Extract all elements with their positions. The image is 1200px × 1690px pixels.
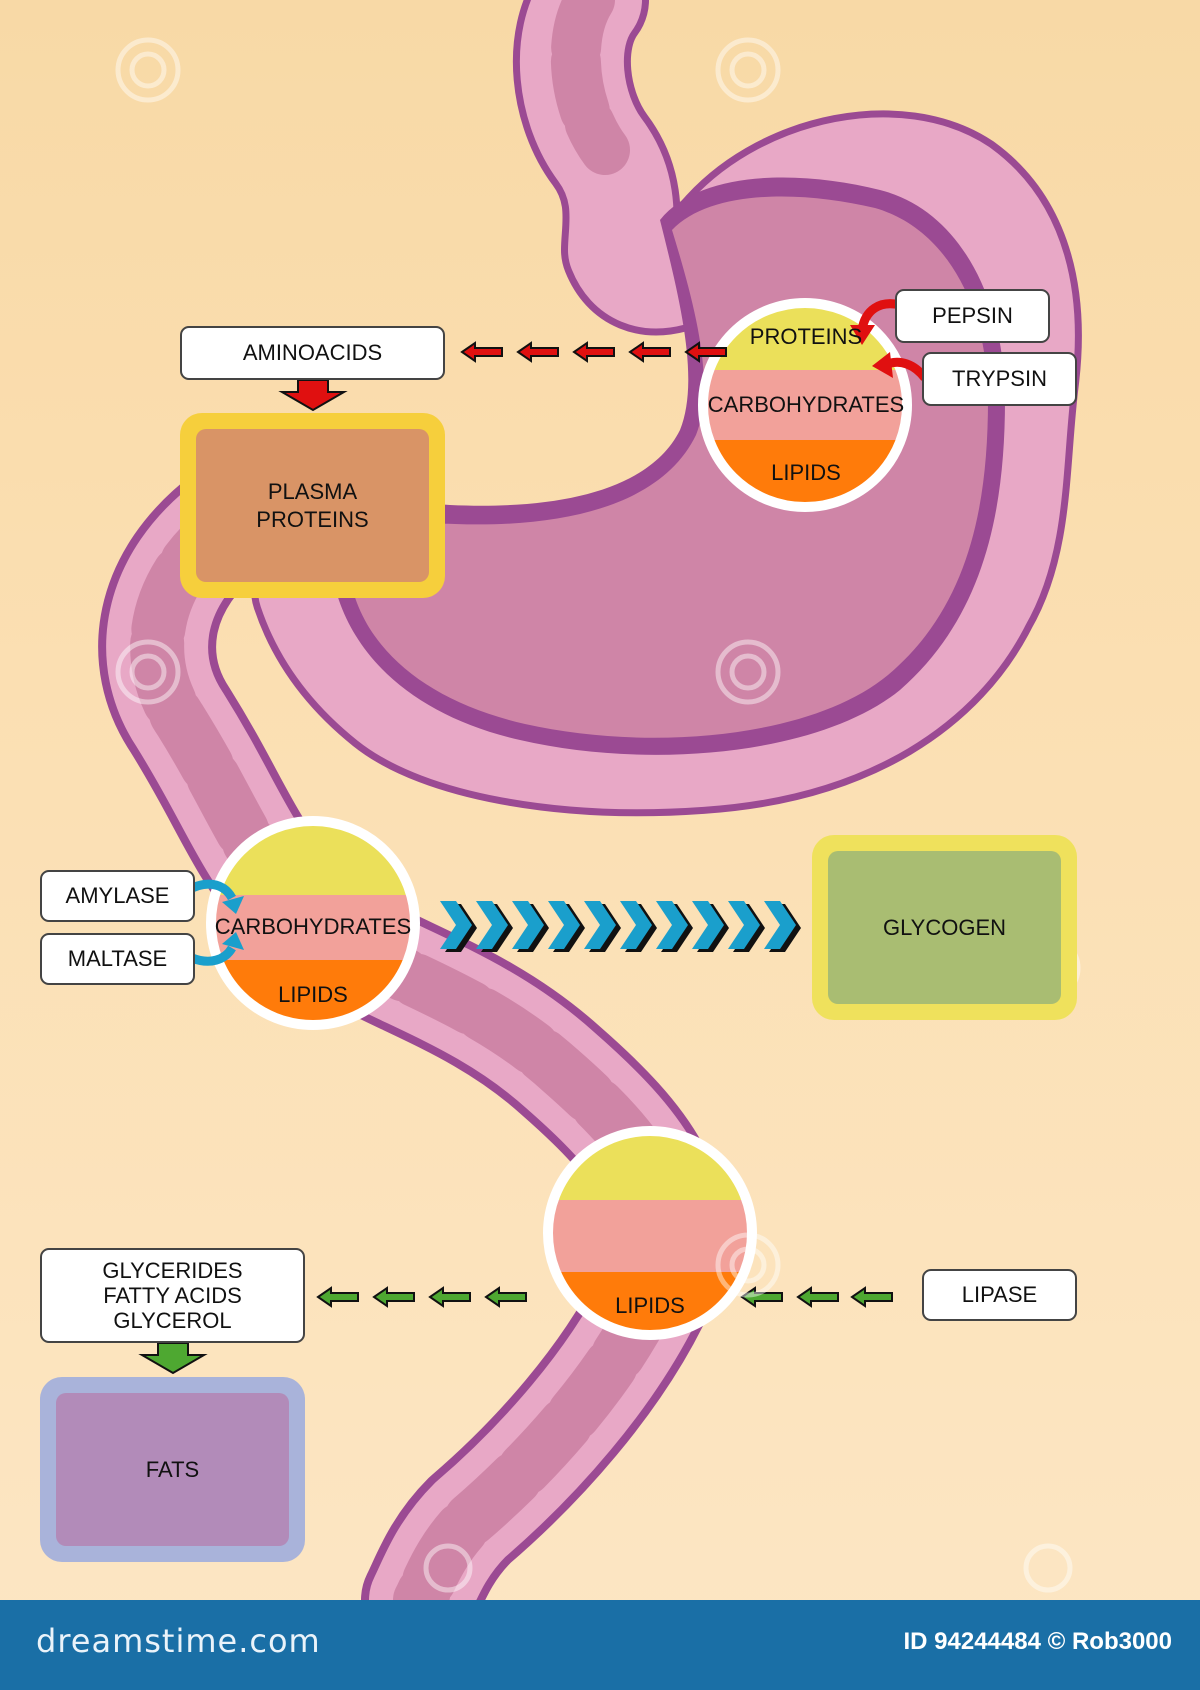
upper-carbohydrates-text: CARBOHYDRATES: [214, 914, 412, 939]
carbohydrates-band: [703, 370, 907, 440]
glycogen-text: GLYCOGEN: [882, 914, 1007, 940]
digestion-diagram: [98, 0, 1082, 1600]
glycerides-products-label: GLYCERIDES FATTY ACIDS GLYCEROL: [40, 1248, 305, 1343]
lipase-label: LIPASE: [922, 1269, 1077, 1321]
fats-text: FATS: [145, 1456, 200, 1482]
stomach-proteins-text: PROTEINS: [749, 324, 863, 349]
digestive-tract: [98, 0, 1082, 1600]
trypsin-label: TRYPSIN: [922, 352, 1077, 406]
aminoacids-down-arrow: [278, 379, 348, 412]
amylase-arrow: [190, 879, 244, 914]
lipids-to-glycerides-arrows: [317, 1287, 527, 1307]
stomach-lipids-text: LIPIDS: [771, 460, 841, 485]
upper-lipids-text: LIPIDS: [278, 982, 348, 1007]
glycerides-down-arrow: [138, 1342, 208, 1375]
stomach-carbohydrates-text: CARBOHYDRATES: [707, 392, 905, 417]
lower-lipids-text: LIPIDS: [615, 1293, 685, 1318]
plasma-proteins-text: PLASMA PROTEINS: [256, 479, 369, 532]
aminoacids-label: AMINOACIDS: [180, 326, 445, 380]
maltase-label: MALTASE: [40, 933, 195, 985]
glycogen-box: GLYCOGEN: [812, 835, 1077, 1020]
image-id-text: ID 94244484 © Rob3000: [903, 1628, 1172, 1655]
pepsin-label: PEPSIN: [895, 289, 1050, 343]
footer-bar: dreamstime.com ID 94244484 © Rob3000: [0, 1600, 1200, 1690]
fats-box: FATS: [40, 1377, 305, 1562]
amylase-label: AMYLASE: [40, 870, 195, 922]
carbohydrates-to-glycogen-arrows: [440, 901, 801, 952]
plasma-proteins-box: PLASMA PROTEINS: [180, 413, 445, 598]
maltase-arrow: [190, 932, 244, 966]
brand-logo[interactable]: dreamstime.com: [36, 1622, 321, 1660]
